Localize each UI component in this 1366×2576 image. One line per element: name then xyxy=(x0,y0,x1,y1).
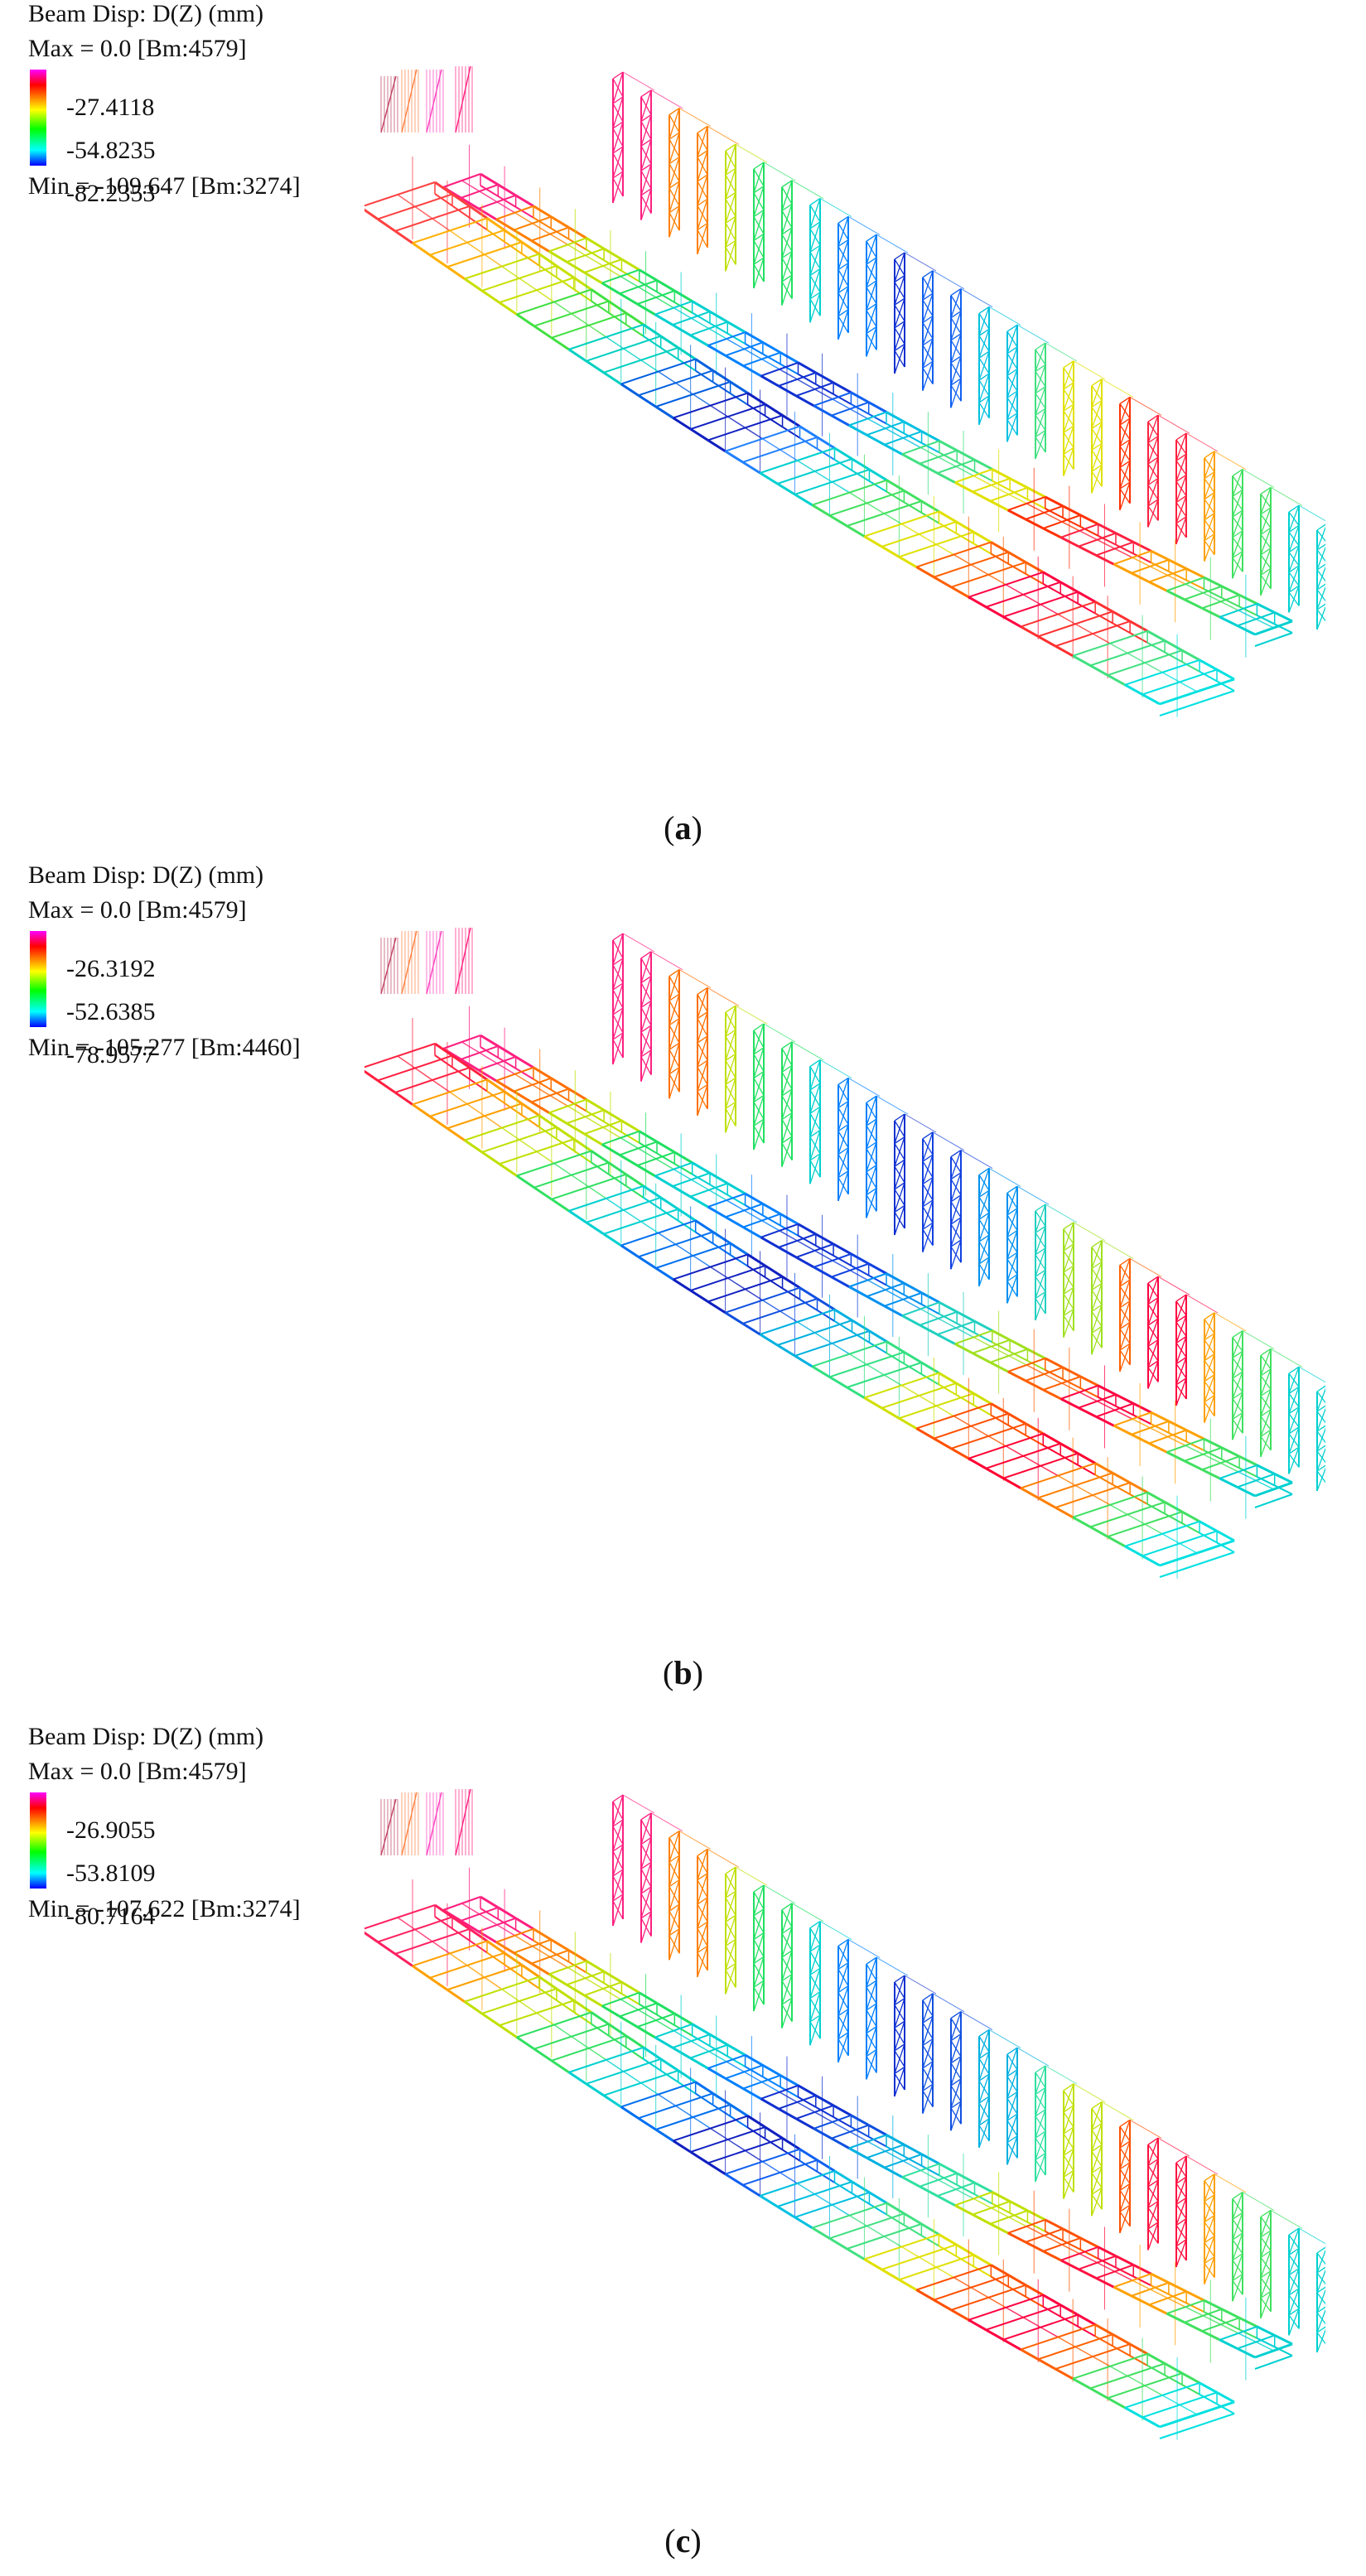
legend-tick: -26.9055 xyxy=(66,1816,156,1844)
panel-caption: (b) xyxy=(663,1654,703,1691)
panel-caption: (a) xyxy=(664,809,702,847)
legend-title: Beam Disp: D(Z) (mm) xyxy=(28,0,264,27)
panel-c: Beam Disp: D(Z) (mm) Max = 0.0 [Bm:4579]… xyxy=(0,1723,1366,2576)
legend-color-bar xyxy=(30,70,46,166)
rear-girder xyxy=(442,1867,1293,2381)
legend-max: Max = 0.0 [Bm:4579] xyxy=(28,35,247,62)
legend-color-bar xyxy=(30,931,46,1027)
panel-a: Beam Disp: D(Z) (mm) Max = 0.0 [Bm:4579]… xyxy=(0,0,1366,861)
support-towers xyxy=(612,933,1325,1492)
legend-tick: -80.7164 xyxy=(66,1903,156,1930)
legend-title: Beam Disp: D(Z) (mm) xyxy=(28,861,264,889)
beam-displacement-model xyxy=(364,927,1325,1579)
legend-tick: -54.8235 xyxy=(66,137,156,164)
front-girder xyxy=(364,1879,1235,2440)
support-towers xyxy=(612,1794,1325,2353)
legend-min: Min = -107.622 [Bm:3274] xyxy=(28,1895,301,1922)
rear-girder xyxy=(442,144,1293,658)
front-girder xyxy=(364,1018,1235,1579)
panel-caption: (c) xyxy=(664,2522,702,2559)
legend-color-bar xyxy=(30,1792,46,1889)
legend-tick: -53.8109 xyxy=(66,1860,156,1887)
legend-tick: -27.4118 xyxy=(66,94,155,121)
end-towers xyxy=(380,1788,473,1856)
beam-displacement-model xyxy=(364,65,1325,717)
beam-displacement-model xyxy=(364,1788,1325,2440)
front-girder xyxy=(364,157,1235,717)
legend-tick: -52.6385 xyxy=(66,998,156,1025)
support-towers xyxy=(612,71,1325,630)
legend-max: Max = 0.0 [Bm:4579] xyxy=(28,896,247,924)
legend-tick: -82.2353 xyxy=(66,180,156,207)
legend-tick: -78.9577 xyxy=(66,1041,156,1069)
legend-min: Min = -109.647 [Bm:3274] xyxy=(28,172,301,200)
end-towers xyxy=(380,927,473,995)
legend-title: Beam Disp: D(Z) (mm) xyxy=(28,1723,264,1750)
legend-min: Min = -105.277 [Bm:4460] xyxy=(28,1034,301,1061)
panel-b: Beam Disp: D(Z) (mm) Max = 0.0 [Bm:4579]… xyxy=(0,861,1366,1723)
legend-max: Max = 0.0 [Bm:4579] xyxy=(28,1758,247,1785)
rear-girder xyxy=(442,1006,1293,1519)
legend-tick: -26.3192 xyxy=(66,955,156,982)
end-towers xyxy=(380,65,473,133)
